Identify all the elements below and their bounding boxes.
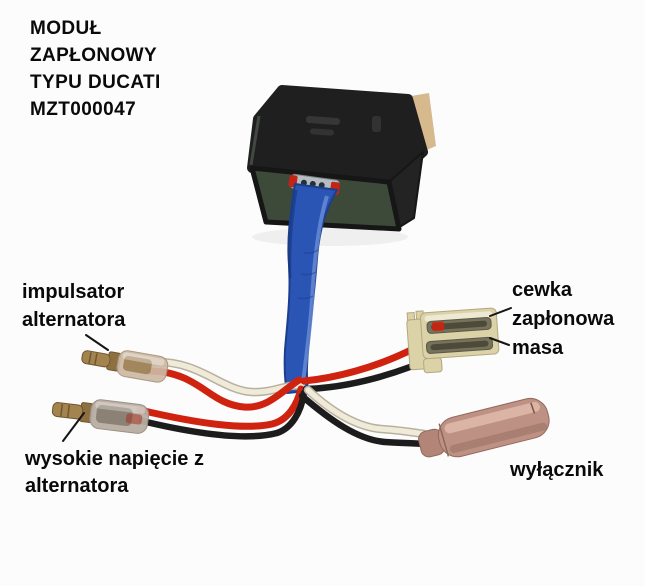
- title-block: MODUŁ ZAPŁONOWY TYPU DUCATI MZT000047: [30, 15, 161, 123]
- pointer-line-masa: [489, 337, 510, 346]
- module-edge-highlight: [249, 115, 261, 166]
- label-cewka-line2: zapłonowa: [512, 308, 615, 330]
- pointer-line-impulsator: [85, 334, 109, 351]
- label-impulsator-line1: impulsator: [22, 281, 125, 303]
- title-line-4: MZT000047: [30, 99, 137, 120]
- wire-black-hv: [138, 389, 308, 440]
- module-marking: [372, 116, 381, 132]
- label-wysokie-line2: alternatora: [25, 475, 129, 497]
- label-cewka-line1: cewka: [512, 279, 573, 301]
- wire-black-coil: [302, 363, 414, 393]
- label-cewka: cewka zapłonowa masa: [512, 276, 614, 363]
- wire-red-impulsator: [146, 367, 303, 411]
- label-wysokie-line1: wysokie napięcie z: [25, 448, 204, 470]
- switch-connector: [418, 397, 550, 458]
- wire-black-switch: [298, 392, 428, 448]
- wire-red-coil: [300, 345, 417, 385]
- bullet-connector-hv: [51, 399, 150, 434]
- module-marking: [310, 128, 334, 136]
- pointer-line-cewka: [489, 307, 512, 317]
- wire-red-hv: [136, 385, 305, 430]
- spade-connector-coil: [406, 307, 500, 374]
- ignition-module: [247, 85, 436, 246]
- label-wylacznik-text: wyłącznik: [510, 459, 604, 481]
- wire-harness: [136, 345, 429, 448]
- title-line-2: ZAPŁONOWY: [30, 45, 158, 66]
- module-marking: [305, 116, 340, 125]
- label-wylacznik: wyłącznik: [510, 456, 603, 484]
- label-impulsator: impulsator alternatora: [22, 278, 125, 334]
- label-wysokie-napiecie: wysokie napięcie z alternatora: [25, 446, 204, 500]
- label-impulsator-line2: alternatora: [22, 309, 126, 331]
- title-line-3: TYPU DUCATI: [30, 72, 161, 93]
- wire-white-switch: [305, 387, 427, 437]
- pointer-line-hv: [62, 412, 85, 442]
- bullet-connector-impulsator: [81, 350, 169, 383]
- label-masa: masa: [512, 337, 564, 359]
- title-line-1: MODUŁ: [30, 18, 102, 39]
